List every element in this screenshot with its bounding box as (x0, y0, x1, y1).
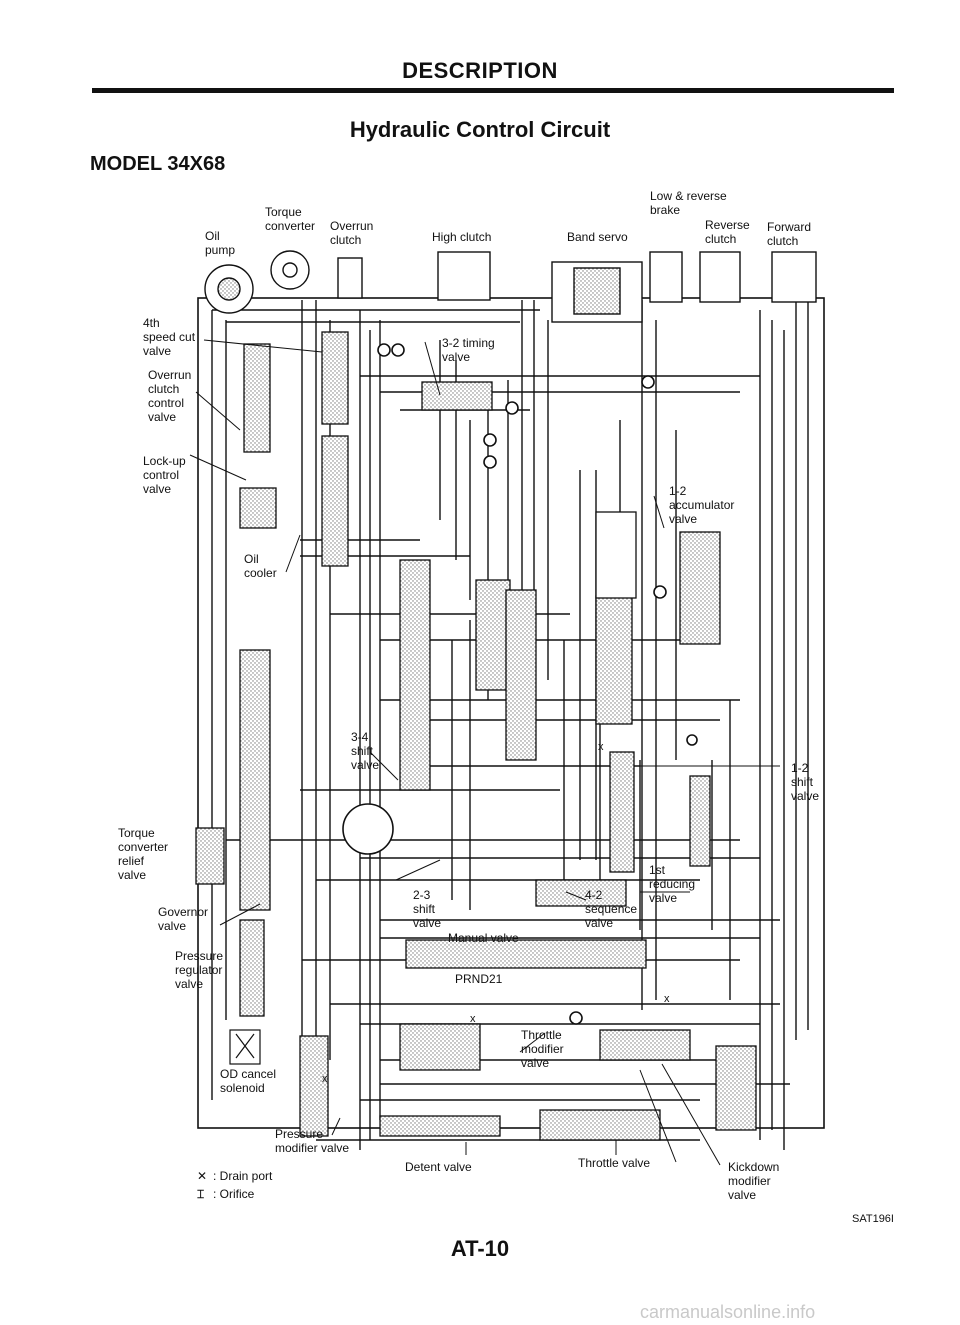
label-manual-valve: Manual valve (448, 931, 519, 945)
label-overrun-clutch-control-valve: Overrun clutch control valve (148, 368, 192, 424)
page-number: AT-10 (450, 1236, 510, 1261)
label-oil-pump: Oil pump (205, 229, 236, 257)
label-low-reverse-brake: Low & reverse brake (650, 189, 727, 217)
label-pressure-regulator-valve: Pressure regulator valve (175, 949, 224, 991)
section-heading: DESCRIPTION (402, 58, 558, 83)
label-od-cancel-solenoid: OD cancel solenoid (220, 1067, 277, 1095)
orifice-icon: ⌶ (197, 1187, 205, 1201)
label-torque-converter: Torque converter (265, 205, 316, 233)
legend-orifice: ⌶: Orifice (197, 1187, 255, 1201)
label-oil-cooler: Oil cooler (244, 552, 277, 580)
label-kickdown-modifier-valve: Kickdown modifier valve (728, 1160, 780, 1202)
diagram-title: Hydraulic Control Circuit (349, 117, 611, 142)
port-mark: x (470, 1013, 476, 1025)
watermark: carmanualsonline.info (640, 1302, 816, 1322)
figure-code: SAT196I (852, 1213, 894, 1225)
label-forward-clutch: Forward clutch (767, 220, 812, 248)
label-1-2-shift-valve: 1-2 shift valve (791, 761, 820, 803)
label-torque-converter-relief-valve: Torque converter relief valve (118, 826, 169, 882)
label-3-2-timing-valve: 3-2 timing valve (442, 336, 495, 364)
label-detent-valve: Detent valve (405, 1160, 472, 1174)
model-label: MODEL 34X68 (90, 153, 226, 175)
label-1st-reducing-valve: 1st reducing valve (649, 863, 696, 905)
label-reverse-clutch: Reverse clutch (705, 218, 750, 246)
label-throttle-modifier-valve: Throttle modifier valve (521, 1028, 564, 1070)
label-4th-speed-cut-valve: 4th speed cut valve (143, 316, 196, 358)
legend-drain: ✕: Drain port (197, 1169, 273, 1183)
port-mark: x (598, 741, 604, 753)
label-2-3-shift-valve: 2-3 shift valve (413, 888, 442, 930)
label-prnd21: PRND21 (455, 972, 503, 986)
label-governor-valve: Governor valve (158, 905, 209, 933)
drain-port-icon: ✕ (197, 1169, 208, 1183)
port-mark: x (664, 993, 670, 1005)
label-3-4-shift-valve: 3-4 shift valve (351, 730, 380, 772)
label-band-servo: Band servo (567, 230, 628, 244)
label-high-clutch: High clutch (432, 230, 492, 244)
label-1-2-accumulator-valve: 1-2 accumulator valve (669, 484, 735, 526)
label-pressure-modifier-valve: Pressure modifier valve (275, 1127, 350, 1155)
label-4-2-sequence-valve: 4-2 sequence valve (585, 888, 638, 930)
heading-rule (92, 88, 894, 93)
label-lockup-control-valve: Lock-up control valve (143, 454, 186, 496)
port-mark: x (322, 1073, 328, 1085)
label-overrun-clutch: Overrun clutch (330, 219, 374, 247)
label-throttle-valve: Throttle valve (578, 1156, 651, 1170)
